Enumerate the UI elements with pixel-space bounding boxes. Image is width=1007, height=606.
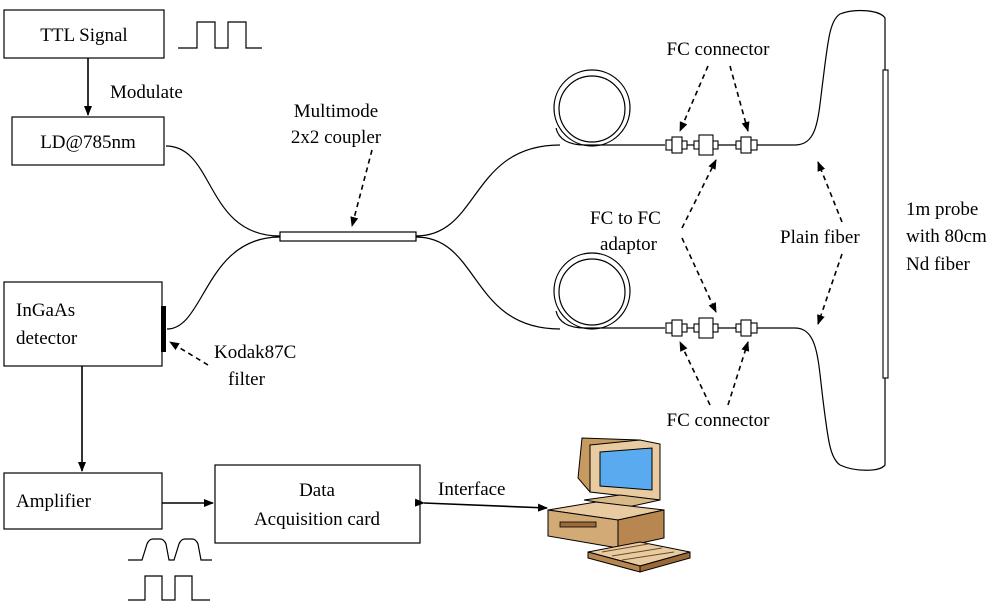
coupler-label-2: 2x2 coupler [291, 127, 382, 148]
fc-bottom-pointer-right [727, 341, 750, 406]
adaptor-pointer-down [681, 237, 717, 313]
lower-connector-chain [665, 317, 841, 466]
upper-connector-chain [665, 13, 841, 156]
coupler-upper-output [415, 144, 561, 237]
adaptor-label-1: FC to FC [590, 208, 661, 229]
probe-label-1: 1m probe [906, 199, 978, 220]
adaptor-pointer-up [681, 159, 717, 229]
daq-label-1: Data [299, 480, 335, 501]
amplifier-pulse-icon [128, 538, 212, 561]
laser-block: LD@785nm [11, 116, 165, 166]
desktop-computer-icon [547, 437, 691, 573]
ttl-signal-label: TTL Signal [40, 25, 127, 46]
filter-label-2: filter [228, 369, 266, 390]
probe-label-3: Nd fiber [906, 254, 971, 275]
filter-label-1: Kodak87C [214, 342, 296, 363]
interface-arrow [414, 498, 548, 512]
detector-label-1: InGaAs [16, 300, 75, 321]
interface-label: Interface [438, 479, 506, 500]
ttl-output-pulse-icon [128, 575, 210, 601]
detector-label-2: detector [16, 328, 78, 349]
daq-block: Data Acquisition card [214, 464, 421, 544]
detector-block: InGaAs detector [3, 281, 163, 367]
plain-fiber-label: Plain fiber [780, 227, 860, 248]
fc-top-pointer-right [729, 65, 750, 132]
laser-label: LD@785nm [40, 132, 136, 153]
ttl-pulse-icon [178, 21, 262, 49]
nd-fiber-probe [882, 69, 889, 379]
probe-label-2: with 80cm [906, 226, 987, 247]
plain-fiber-pointer-down [817, 253, 843, 325]
lower-fiber-coil-icon [553, 252, 665, 330]
modulate-label: Modulate [110, 82, 183, 103]
filter-pointer [169, 341, 209, 366]
coupler-pointer [350, 149, 373, 227]
amplifier-block: Amplifier [3, 472, 163, 530]
filter-plate [161, 306, 166, 352]
plain-fiber-pointer-up [817, 161, 843, 223]
fc-connector-top-label: FC connector [667, 39, 771, 60]
adaptor-label-2: adaptor [600, 234, 658, 255]
fc-connector-bottom-label: FC connector [667, 410, 771, 431]
laser-fiber [165, 145, 281, 237]
coupler-label-1: Multimode [294, 101, 378, 122]
fc-top-pointer-left [679, 65, 709, 132]
amplifier-label: Amplifier [16, 491, 92, 512]
coupler-lower-output [415, 236, 561, 330]
ttl-signal-block: TTL Signal [3, 9, 165, 59]
daq-label-2: Acquisition card [254, 509, 381, 530]
detector-fiber [166, 236, 281, 330]
upper-fiber-coil-icon [553, 69, 665, 147]
coupler-body [279, 231, 417, 242]
fc-bottom-pointer-left [679, 341, 711, 406]
